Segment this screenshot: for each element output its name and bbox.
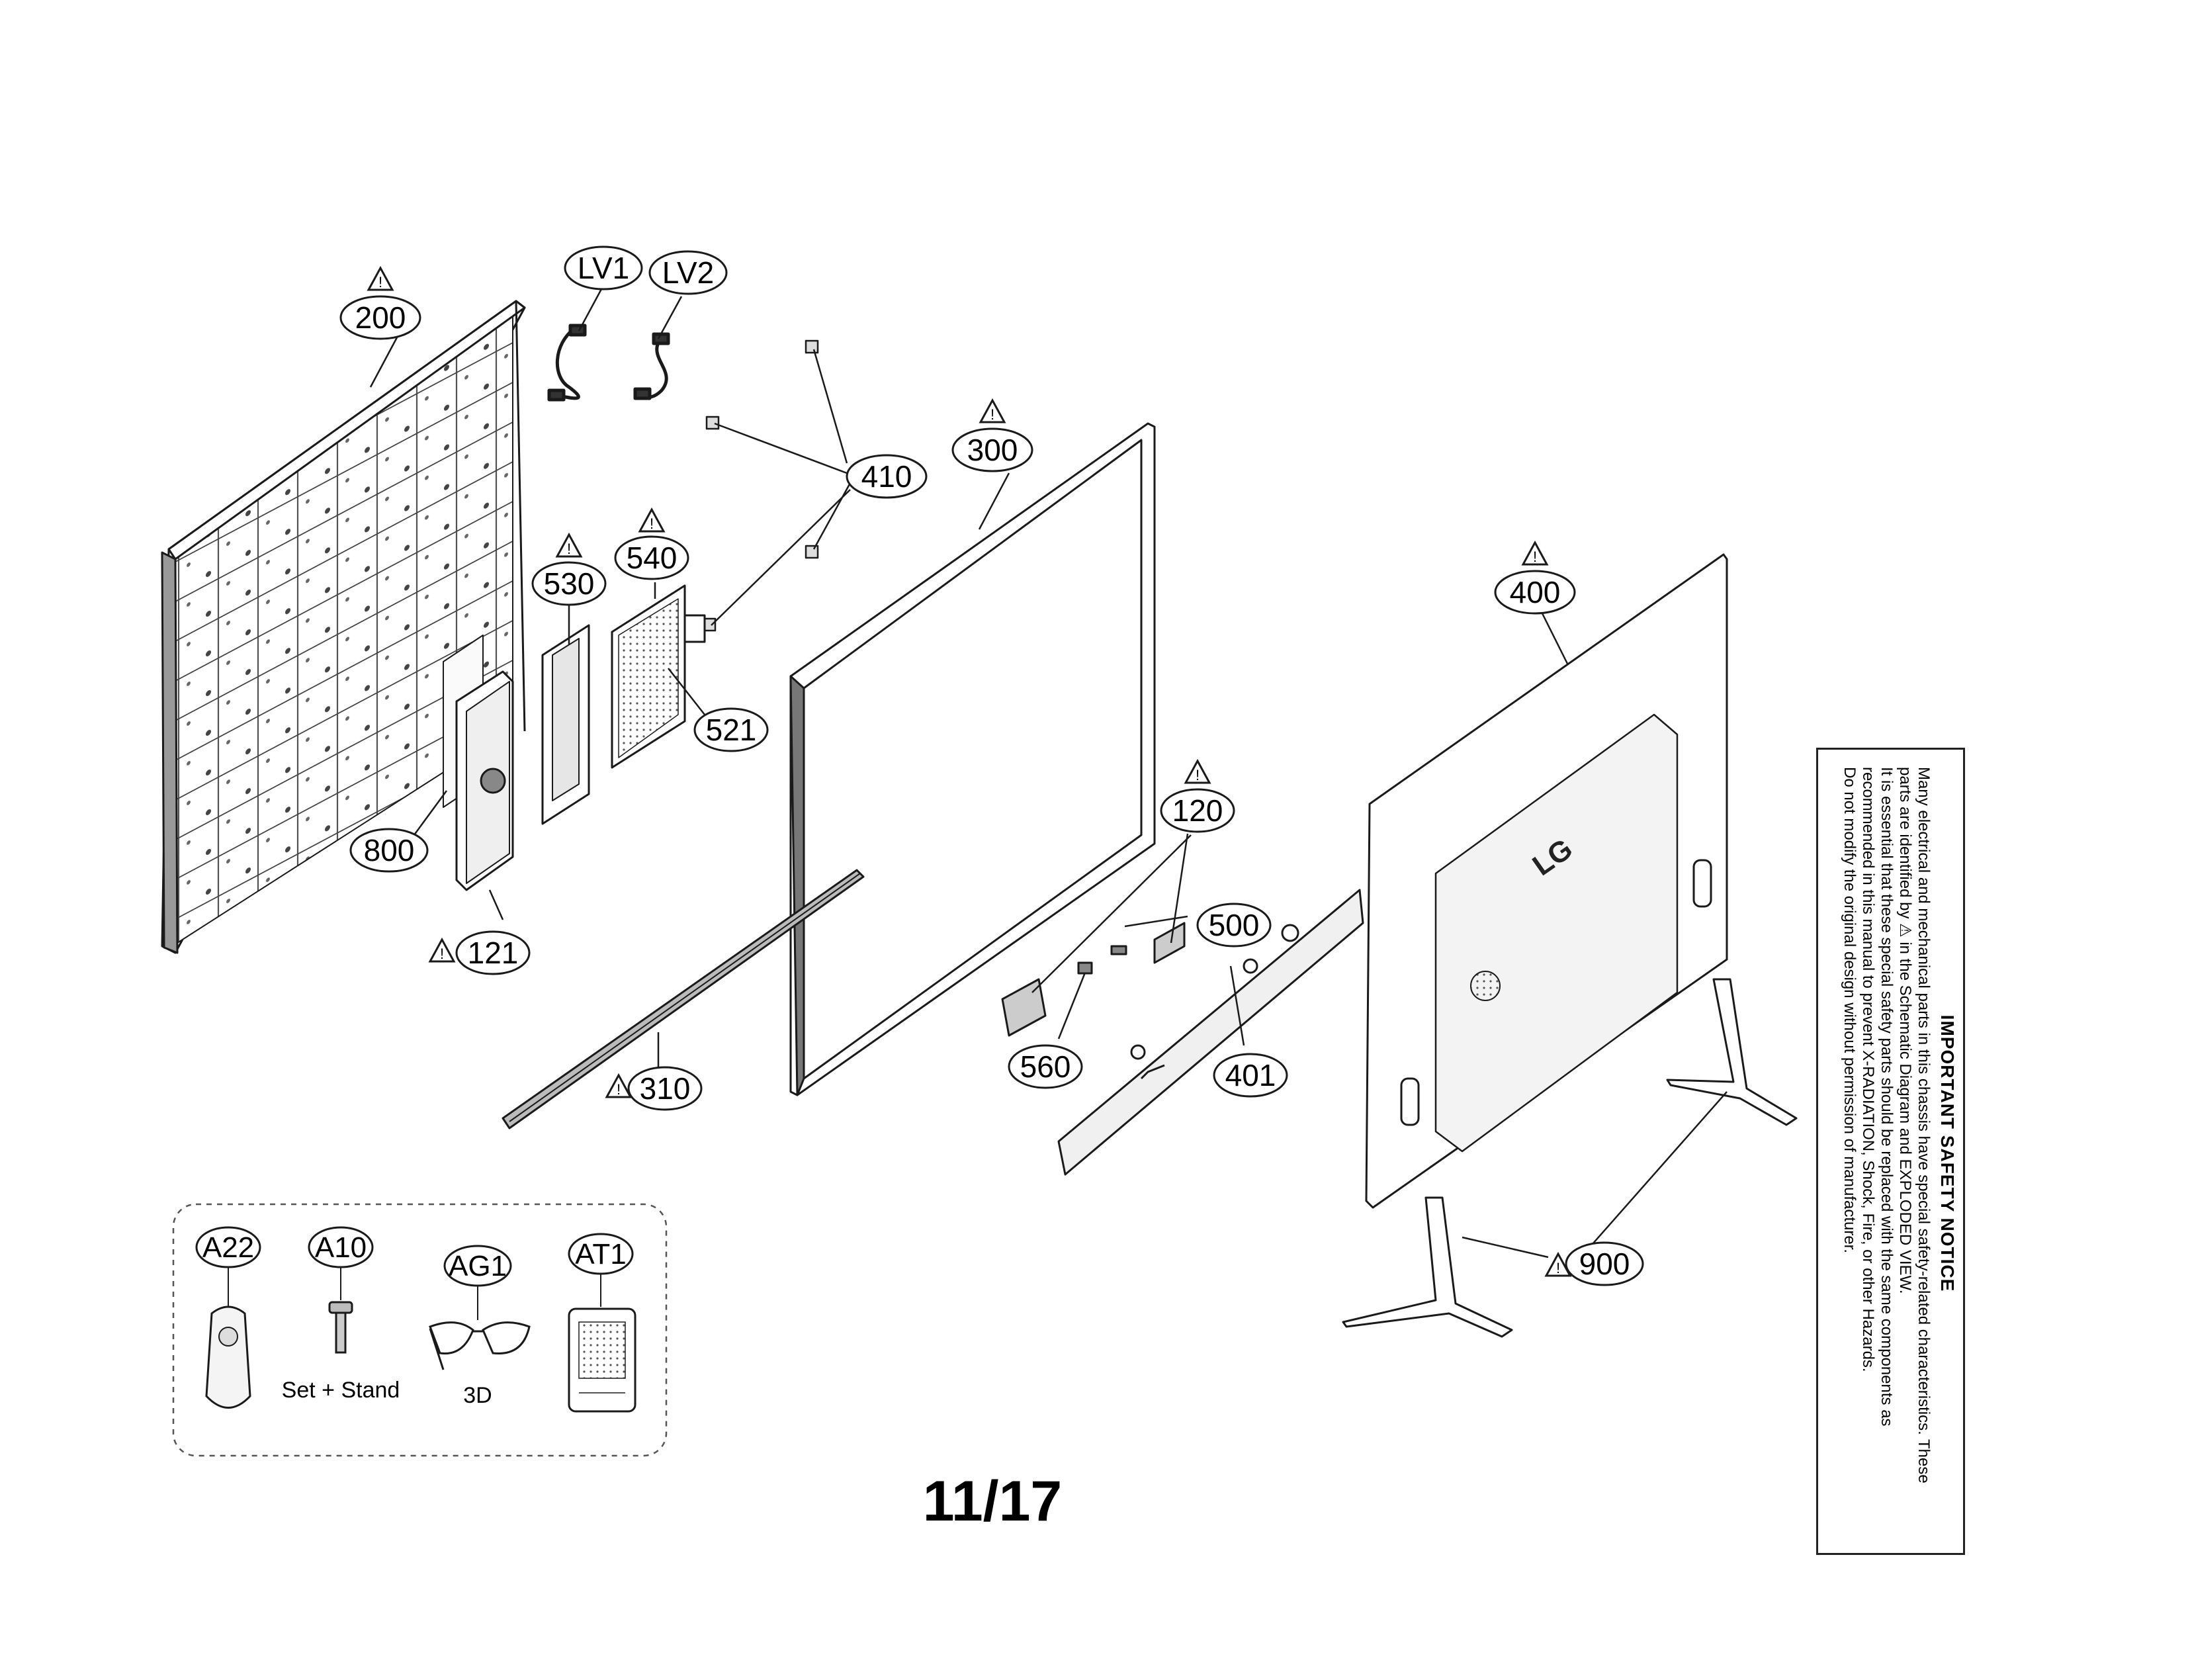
stand-900-part bbox=[1342, 978, 1798, 1338]
back-cover-400-part: LG bbox=[1365, 553, 1728, 1209]
accessory-at1: AT1 bbox=[568, 1233, 636, 1413]
warning-530-icon: ! bbox=[555, 532, 583, 558]
safety-notice-line: It is essential that these special safet… bbox=[1878, 767, 1896, 1427]
svg-text:900: 900 bbox=[1579, 1247, 1630, 1281]
speaker-120-part bbox=[1001, 922, 1186, 1037]
callout-401: 401 bbox=[1213, 1053, 1288, 1098]
svg-text:!: ! bbox=[567, 541, 571, 557]
callout-500: 500 bbox=[1196, 903, 1272, 948]
callout-800: 800 bbox=[349, 828, 429, 873]
callout-lv2: LV2 bbox=[648, 250, 728, 295]
svg-text:410: 410 bbox=[861, 459, 912, 494]
svg-text:AG1: AG1 bbox=[449, 1250, 507, 1282]
callout-300: 300 bbox=[951, 427, 1033, 472]
safety-notice-title: IMPORTANT SAFETY NOTICE bbox=[1937, 1014, 1958, 1292]
warning-200-icon: ! bbox=[367, 265, 394, 291]
safety-notice-line: Many electrical and mechanical parts in … bbox=[1915, 767, 1933, 1483]
svg-text:521: 521 bbox=[706, 713, 757, 747]
svg-text:3D: 3D bbox=[463, 1383, 492, 1408]
svg-text:800: 800 bbox=[364, 833, 415, 867]
cover-121-part bbox=[455, 670, 514, 891]
callout-400: 400 bbox=[1494, 570, 1576, 615]
callout-310: 310 bbox=[627, 1066, 703, 1111]
front-frame-part bbox=[789, 422, 1156, 1096]
remote-control-icon bbox=[205, 1305, 251, 1409]
svg-text:Set + Stand: Set + Stand bbox=[282, 1378, 400, 1403]
cable-lv1-part bbox=[547, 324, 587, 402]
warning-300-icon: ! bbox=[979, 398, 1006, 423]
svg-text:!: ! bbox=[1533, 549, 1537, 565]
manual-card-icon bbox=[568, 1307, 636, 1413]
warning-540-icon: ! bbox=[638, 507, 666, 533]
callout-560: 560 bbox=[1008, 1044, 1083, 1089]
accessory-a10: A10 Set + Stand bbox=[282, 1226, 400, 1403]
svg-text:300: 300 bbox=[967, 433, 1018, 467]
callout-120: 120 bbox=[1160, 788, 1235, 833]
callout-530: 530 bbox=[531, 561, 607, 606]
safety-notice-line: parts are identified by ⚠ in the Schemat… bbox=[1896, 767, 1914, 1294]
safety-notice-content: IMPORTANT SAFETY NOTICE Many electrical … bbox=[1818, 750, 1963, 1553]
3d-glasses-icon bbox=[429, 1321, 531, 1370]
cable-lv2-part bbox=[633, 332, 670, 400]
svg-text:!: ! bbox=[1556, 1260, 1560, 1276]
callout-121: 121 bbox=[455, 930, 531, 975]
svg-text:530: 530 bbox=[544, 566, 595, 601]
warning-900-icon: ! bbox=[1544, 1251, 1572, 1277]
svg-text:500: 500 bbox=[1209, 908, 1260, 942]
callout-540: 540 bbox=[614, 535, 689, 580]
safety-notice-line: Do not modify the original design withou… bbox=[1841, 767, 1859, 1254]
svg-text:401: 401 bbox=[1225, 1058, 1276, 1092]
callout-410: 410 bbox=[846, 454, 928, 499]
callout-lv1: LV1 bbox=[564, 245, 643, 290]
callout-200: 200 bbox=[339, 295, 421, 340]
svg-text:540: 540 bbox=[627, 541, 678, 575]
power-board-part bbox=[541, 624, 590, 825]
svg-text:LV2: LV2 bbox=[662, 255, 714, 290]
clips-410-part bbox=[702, 339, 819, 632]
svg-text:!: ! bbox=[1196, 767, 1200, 783]
main-board-part bbox=[611, 584, 706, 769]
svg-text:!: ! bbox=[617, 1081, 621, 1098]
svg-text:!: ! bbox=[440, 946, 444, 962]
rail-310-part bbox=[502, 869, 865, 1129]
svg-text:310: 310 bbox=[640, 1071, 691, 1106]
warning-121-icon: ! bbox=[428, 937, 456, 963]
warning-120-icon: ! bbox=[1184, 758, 1211, 784]
accessory-ag1: AG1 3D bbox=[429, 1245, 531, 1408]
leader-lines bbox=[369, 287, 1728, 1261]
bottom-cover-401-part bbox=[1057, 889, 1364, 1176]
screw-icon bbox=[328, 1301, 353, 1354]
svg-text:AT1: AT1 bbox=[575, 1238, 626, 1270]
svg-text:LV1: LV1 bbox=[578, 251, 629, 285]
warning-triangles: ! ! ! ! ! ! ! ! ! bbox=[367, 265, 1572, 1277]
svg-text:A22: A22 bbox=[202, 1231, 254, 1264]
svg-text:!: ! bbox=[990, 406, 994, 423]
svg-text:!: ! bbox=[650, 515, 654, 532]
callout-900: 900 bbox=[1565, 1241, 1644, 1286]
svg-text:400: 400 bbox=[1510, 575, 1561, 609]
svg-text:200: 200 bbox=[355, 300, 406, 335]
accessory-a22: A22 bbox=[195, 1226, 261, 1409]
callout-521: 521 bbox=[693, 707, 769, 752]
accessories-box: A22 A10 Set + Stand AG1 bbox=[172, 1203, 668, 1457]
safety-notice-line: recommended in this manual to prevent X-… bbox=[1859, 767, 1877, 1372]
svg-text:A10: A10 bbox=[315, 1231, 367, 1264]
lcd-module-part bbox=[161, 300, 526, 954]
warning-310-icon: ! bbox=[605, 1073, 633, 1098]
svg-text:121: 121 bbox=[468, 936, 519, 970]
svg-text:120: 120 bbox=[1172, 793, 1223, 828]
warning-400-icon: ! bbox=[1521, 540, 1549, 566]
safety-notice-box: IMPORTANT SAFETY NOTICE Many electrical … bbox=[1816, 748, 1965, 1555]
svg-text:560: 560 bbox=[1020, 1049, 1071, 1084]
svg-text:!: ! bbox=[378, 274, 382, 290]
page-number: 11/17 bbox=[922, 1470, 1063, 1533]
